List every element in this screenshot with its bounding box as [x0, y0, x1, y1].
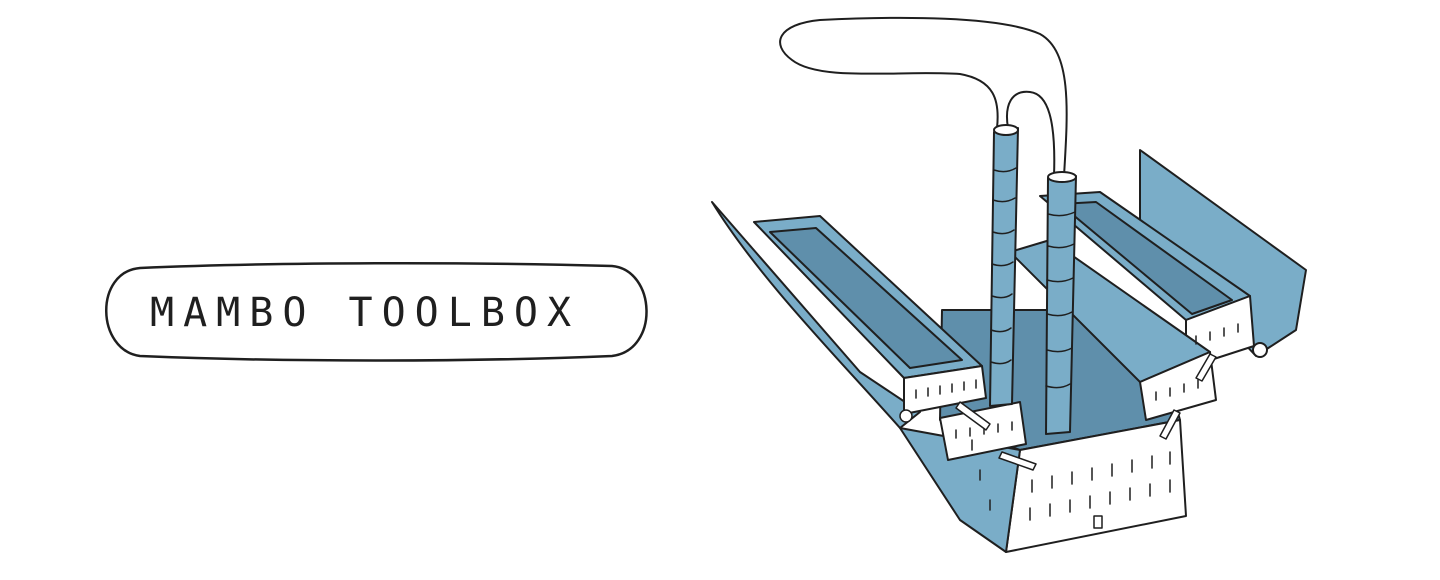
title-badge: MAMBO TOOLBOX [105, 261, 648, 362]
left-hinge [899, 409, 913, 423]
left-tray-inner [769, 227, 963, 369]
title-text: MAMBO TOOLBOX [150, 290, 580, 336]
left-tray-front [903, 365, 987, 415]
center-box-front [939, 401, 1027, 461]
smoke-inner-icon [1006, 90, 1056, 177]
right-tray-back-inner [1059, 201, 1233, 315]
right-tray-front-front [1139, 351, 1217, 421]
right-hinge [1252, 342, 1268, 358]
door-icon [1093, 515, 1103, 529]
chimney-left-top [993, 124, 1019, 136]
latches [899, 353, 1217, 471]
smoke-icon [779, 16, 1068, 177]
chimney-rings [990, 167, 1076, 389]
latch-icon [998, 451, 1037, 471]
chimney-right-top [1047, 171, 1077, 183]
title-badge-outline [105, 261, 648, 362]
latch-icon [1195, 353, 1217, 382]
window-marks [915, 323, 1239, 521]
toolbox-illustration [711, 16, 1307, 553]
latch-icon [1159, 409, 1181, 440]
latch-icon [955, 401, 991, 431]
